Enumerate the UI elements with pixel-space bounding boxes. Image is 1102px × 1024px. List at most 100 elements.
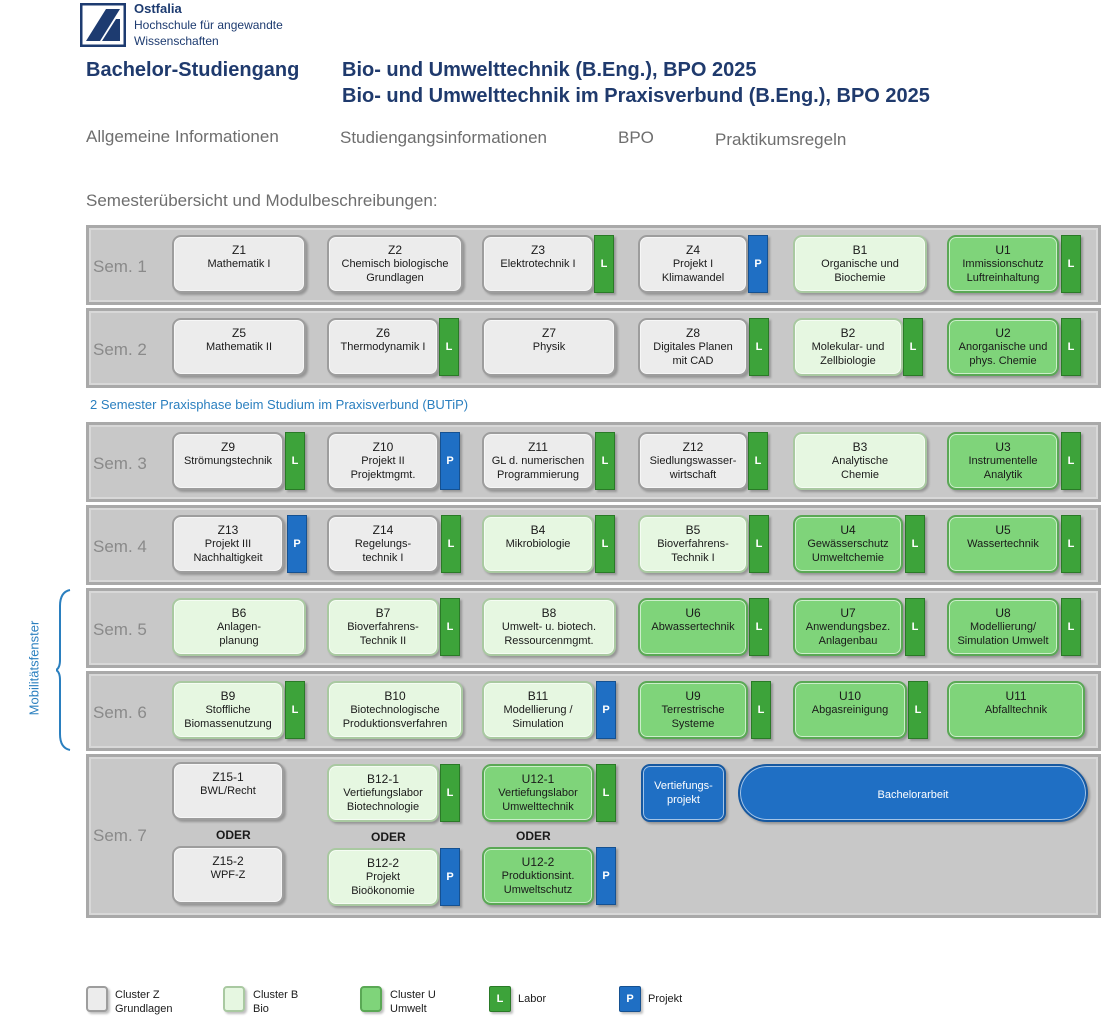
module-z15-1[interactable]: Z15-1 BWL/Recht <box>172 762 284 820</box>
module-name: Biotechnologische Produktionsverfahren <box>342 704 448 730</box>
legend-cluster-u-swatch <box>360 986 382 1012</box>
module-b12-1[interactable]: B12-1 Vertiefungslabor Biotechnologie <box>327 764 439 822</box>
module-z12[interactable]: Z12 Siedlungswasser- wirtschaft <box>638 432 748 490</box>
module-b6[interactable]: B6 Anlagen- planung <box>172 598 306 656</box>
module-vertiefungsprojekt[interactable]: Vertiefungs- projekt <box>641 764 726 822</box>
module-b2[interactable]: B2 Molekular- und Zellbiologie <box>793 318 903 376</box>
module-u12-1[interactable]: U12-1 Vertiefungslabor Umwelttechnik <box>482 764 594 822</box>
module-b4[interactable]: B4 Mikrobiologie <box>482 515 594 573</box>
module-name: Siedlungswasser- wirtschaft <box>649 455 737 481</box>
legend-projekt-label: Projekt <box>648 993 683 1005</box>
module-code: B2 <box>840 326 856 340</box>
module-z1[interactable]: Z1 Mathematik I <box>172 235 306 293</box>
module-u4[interactable]: U4 Gewässerschutz Umweltchemie <box>793 515 903 573</box>
module-z8[interactable]: Z8 Digitales Planen mit CAD <box>638 318 748 376</box>
project-badge: P <box>596 847 616 905</box>
nav-internship-rules[interactable]: Praktikumsregeln <box>715 130 847 149</box>
module-b1[interactable]: B1 Organische und Biochemie <box>793 235 927 293</box>
praxis-note: 2 Semester Praxisphase beim Studium im P… <box>90 397 469 412</box>
labor-badge: L <box>595 432 615 490</box>
labor-badge: L <box>905 598 925 656</box>
module-name: Abwassertechnik <box>651 621 735 633</box>
module-u12-2[interactable]: U12-2 Produktionsint. Umweltschutz <box>482 847 594 905</box>
module-code: U7 <box>840 606 856 620</box>
labor-badge: L <box>748 432 768 490</box>
module-u5[interactable]: U5 Wassertechnik <box>947 515 1059 573</box>
project-badge: P <box>440 848 460 906</box>
labor-badge: L <box>908 681 928 739</box>
project-badge: P <box>596 681 616 739</box>
ostfalia-logo-icon <box>80 3 126 47</box>
module-code: Z6 <box>375 326 390 340</box>
oder-label: ODER <box>371 830 406 844</box>
legend-labor-label: Labor <box>518 993 547 1005</box>
module-code: Z2 <box>387 243 402 257</box>
module-u2[interactable]: U2 Anorganische und phys. Chemie <box>947 318 1059 376</box>
module-z3[interactable]: Z3 Elektrotechnik I <box>482 235 594 293</box>
module-code: U1 <box>995 243 1011 257</box>
module-b5[interactable]: B5 Bioverfahrens- Technik I <box>638 515 748 573</box>
module-b3[interactable]: B3 Analytische Chemie <box>793 432 927 490</box>
nav-bpo[interactable]: BPO <box>618 128 654 147</box>
module-name: Analytische Chemie <box>831 455 889 481</box>
module-u3[interactable]: U3 Instrumentelle Analytik <box>947 432 1059 490</box>
module-code: B7 <box>375 606 391 620</box>
labor-badge: L <box>1061 235 1081 293</box>
module-code: Z4 <box>685 243 700 257</box>
nav-general-info[interactable]: Allgemeine Informationen <box>86 127 279 146</box>
section-title: Semesterübersicht und Modulbeschreibunge… <box>86 191 438 210</box>
module-code: U4 <box>840 523 856 537</box>
module-code: Z3 <box>530 243 545 257</box>
degree-label: Bachelor-Studiengang <box>86 59 300 81</box>
logo-line-1: Hochschule für angewandte <box>134 18 283 32</box>
module-name: Mikrobiologie <box>505 538 571 550</box>
oder-label: ODER <box>216 828 251 842</box>
module-z13[interactable]: Z13 Projekt III Nachhaltigkeit <box>172 515 284 573</box>
module-code: Z14 <box>372 523 394 537</box>
module-u11[interactable]: U11 Abfalltechnik <box>947 681 1085 739</box>
module-u1[interactable]: U1 Immissionschutz Luftreinhaltung <box>947 235 1059 293</box>
module-name: Bachelorarbeit <box>877 789 949 801</box>
module-z5[interactable]: Z5 Mathematik II <box>172 318 306 376</box>
module-code: U8 <box>995 606 1011 620</box>
labor-badge: L <box>1061 515 1081 573</box>
module-bachelorarbeit[interactable]: Bachelorarbeit <box>738 764 1088 822</box>
module-z7[interactable]: Z7 Physik <box>482 318 616 376</box>
module-u10[interactable]: U10 Abgasreinigung <box>793 681 907 739</box>
module-code: U2 <box>995 326 1011 340</box>
module-name: Elektrotechnik I <box>500 258 576 270</box>
module-name: Bioverfahrens- Technik II <box>347 621 419 647</box>
module-code: B5 <box>685 523 701 537</box>
module-name: Projekt I Klimawandel <box>661 258 725 284</box>
module-z15-2[interactable]: Z15-2 WPF-Z <box>172 846 284 904</box>
module-name: Anwendungsbez. Anlagenbau <box>805 621 891 647</box>
nav-program-info[interactable]: Studiengangsinformationen <box>340 128 547 147</box>
module-b8[interactable]: B8 Umwelt- u. biotech. Ressourcenmgmt. <box>482 598 616 656</box>
module-z6[interactable]: Z6 Thermodynamik I <box>327 318 439 376</box>
legend-cluster-b-label: Cluster B Bio <box>253 989 299 1015</box>
module-b12-2[interactable]: B12-2 Projekt Bioökonomie <box>327 848 439 906</box>
module-code: Z10 <box>372 440 394 454</box>
legend-cluster-b-swatch <box>223 986 245 1012</box>
labor-badge: L <box>439 318 459 376</box>
module-b10[interactable]: B10 Biotechnologische Produktionsverfahr… <box>327 681 463 739</box>
module-z4[interactable]: Z4 Projekt I Klimawandel <box>638 235 748 293</box>
labor-badge: L <box>751 681 771 739</box>
module-z9[interactable]: Z9 Strömungstechnik <box>172 432 284 490</box>
logo-line-2: Wissenschaften <box>134 34 219 48</box>
module-b7[interactable]: B7 Bioverfahrens- Technik II <box>327 598 439 656</box>
module-u9[interactable]: U9 Terrestrische Systeme <box>638 681 748 739</box>
module-z2[interactable]: Z2 Chemisch biologische Grundlagen <box>327 235 463 293</box>
semester-label: Sem. 3 <box>93 454 147 473</box>
module-u7[interactable]: U7 Anwendungsbez. Anlagenbau <box>793 598 903 656</box>
module-name: Produktionsint. Umweltschutz <box>501 870 575 896</box>
module-z14[interactable]: Z14 Regelungs- technik I <box>327 515 439 573</box>
module-b11[interactable]: B11 Modellierung / Simulation <box>482 681 594 739</box>
module-z11[interactable]: Z11 GL d. numerischen Programmierung <box>482 432 594 490</box>
module-name: Thermodynamik I <box>340 341 426 353</box>
module-u8[interactable]: U8 Modellierung/ Simulation Umwelt <box>947 598 1059 656</box>
module-u6[interactable]: U6 Abwassertechnik <box>638 598 748 656</box>
module-z10[interactable]: Z10 Projekt II Projektmgmt. <box>327 432 439 490</box>
module-b9[interactable]: B9 Stoffliche Biomassenutzung <box>172 681 284 739</box>
module-name: Anlagen- planung <box>216 621 262 647</box>
